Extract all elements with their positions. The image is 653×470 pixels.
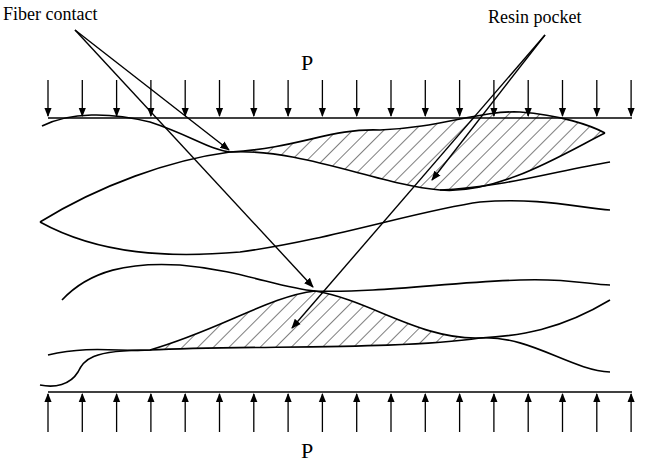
pressure-arrow bbox=[322, 80, 323, 116]
pressure-arrow bbox=[116, 394, 117, 432]
pressure-arrow bbox=[185, 394, 186, 432]
pressure-arrow bbox=[356, 80, 357, 116]
pressure-arrow bbox=[322, 394, 323, 432]
fiber-tow bbox=[40, 133, 605, 222]
callout-label: Resin pocket bbox=[488, 8, 581, 26]
leader-line bbox=[75, 30, 313, 287]
pressure-arrow bbox=[82, 394, 83, 432]
pressure-arrow bbox=[47, 80, 48, 116]
pressure-arrow bbox=[287, 394, 288, 432]
pressure-arrow bbox=[219, 80, 220, 116]
pressure-arrow bbox=[253, 394, 254, 432]
callout-label: Fiber contact bbox=[3, 5, 97, 23]
fiber-tow bbox=[40, 338, 610, 386]
pressure-arrow bbox=[47, 394, 48, 432]
pressure-label: P bbox=[301, 440, 313, 462]
fiber-tow bbox=[40, 201, 610, 255]
pressure-arrow bbox=[116, 80, 117, 116]
pressure-arrow bbox=[562, 394, 563, 432]
pressure-arrow bbox=[82, 80, 83, 116]
pressure-arrow bbox=[459, 394, 460, 432]
pressure-arrow bbox=[493, 80, 494, 116]
pressure-arrow bbox=[630, 394, 631, 432]
pressure-arrow bbox=[528, 80, 529, 116]
bottom-platen bbox=[48, 391, 632, 393]
pressure-arrow bbox=[425, 80, 426, 116]
pressure-arrow bbox=[459, 80, 460, 116]
leader-line bbox=[432, 35, 545, 180]
fiber-tow bbox=[62, 264, 610, 300]
pressure-arrow bbox=[390, 394, 391, 432]
pressure-label: P bbox=[301, 52, 313, 74]
pressure-arrow bbox=[596, 80, 597, 116]
pressure-arrow bbox=[185, 80, 186, 116]
fiber-tow bbox=[440, 162, 610, 190]
resin-pocket bbox=[230, 112, 605, 191]
pressure-arrow bbox=[528, 394, 529, 432]
pressure-arrow bbox=[493, 394, 494, 432]
leader-line bbox=[75, 30, 229, 150]
pressure-arrow bbox=[562, 80, 563, 116]
pressure-arrow bbox=[425, 394, 426, 432]
pressure-arrow bbox=[356, 394, 357, 432]
pressure-arrows bbox=[48, 80, 631, 116]
pressure-arrow bbox=[630, 80, 631, 116]
pressure-arrow bbox=[253, 80, 254, 116]
pressure-arrow bbox=[150, 394, 151, 432]
resin-pocket bbox=[150, 291, 480, 350]
pressure-arrow bbox=[596, 394, 597, 432]
pressure-arrow bbox=[287, 80, 288, 116]
leader-line bbox=[292, 35, 545, 328]
pressure-arrow bbox=[219, 394, 220, 432]
top-platen bbox=[48, 117, 632, 119]
pressure-arrows bbox=[48, 394, 631, 432]
pressure-arrow bbox=[390, 80, 391, 116]
